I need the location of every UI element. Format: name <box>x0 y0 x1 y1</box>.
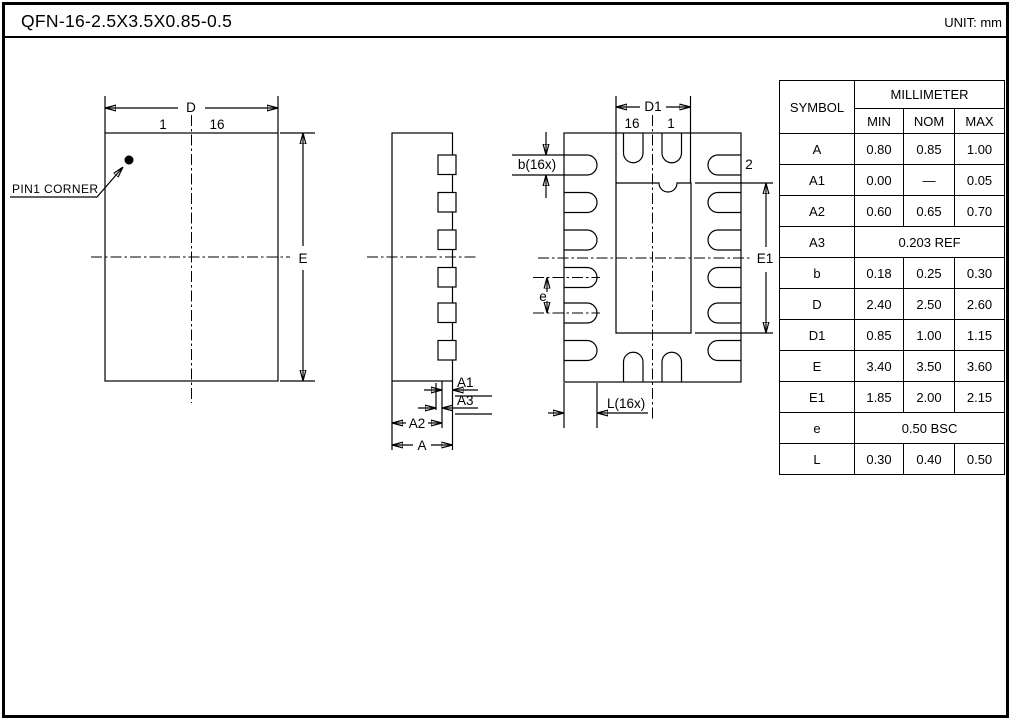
symbol-cell: A1 <box>779 164 855 196</box>
min-cell: 0.00 <box>854 164 904 196</box>
min-cell: 3.40 <box>854 350 904 382</box>
top-view-pin16-number: 16 <box>209 117 224 132</box>
nom-cell: — <box>903 164 955 196</box>
table-row: b 0.18 0.25 0.30 <box>779 257 1006 289</box>
exposed-pad <box>615 182 692 334</box>
dim-label-a1: A1 <box>457 375 474 390</box>
dimension-table: SYMBOL MILLIMETER MIN NOM MAX A 0.80 0.8… <box>779 80 1006 475</box>
nom-cell: 2.50 <box>903 288 955 320</box>
package-title: QFN-16-2.5X3.5X0.85-0.5 <box>21 11 233 31</box>
min-cell: 2.40 <box>854 288 904 320</box>
table-header-symbol: SYMBOL <box>779 80 855 134</box>
nom-cell: 0.25 <box>903 257 955 289</box>
symbol-cell: E1 <box>779 381 855 413</box>
bottom-view-pin16-number: 16 <box>624 116 639 131</box>
min-cell: 0.80 <box>854 133 904 165</box>
nom-cell: 0.40 <box>903 443 955 475</box>
max-cell: 0.70 <box>953 195 1006 227</box>
table-header-min: MIN <box>854 108 904 134</box>
nom-cell: 1.00 <box>903 319 955 351</box>
unit-label: UNIT: mm <box>944 15 1002 30</box>
bottom-view: D1 16 1 2 E1 b(16x) e <box>512 96 773 428</box>
max-cell: 1.15 <box>953 319 1006 351</box>
nom-cell: 2.00 <box>903 381 955 413</box>
symbol-cell: L <box>779 443 855 475</box>
dim-label-b: b(16x) <box>518 157 556 172</box>
min-cell: 0.30 <box>854 443 904 475</box>
header-separator <box>5 36 1008 38</box>
nom-cell: 0.65 <box>903 195 955 227</box>
span-value-cell: 0.203 REF <box>853 226 1006 258</box>
dim-label-d1: D1 <box>644 99 661 114</box>
symbol-cell: D <box>779 288 855 320</box>
pin1-corner-label: PIN1 CORNER <box>12 182 98 196</box>
table-row: A2 0.60 0.65 0.70 <box>779 195 1006 227</box>
table-row: L 0.30 0.40 0.50 <box>779 443 1006 475</box>
table-row: E1 1.85 2.00 2.15 <box>779 381 1006 413</box>
dim-label-e1: E1 <box>757 251 774 266</box>
bottom-view-pin2-number: 2 <box>745 157 753 172</box>
span-value-cell: 0.50 BSC <box>853 412 1006 444</box>
symbol-cell: A3 <box>779 226 855 258</box>
table-row: e 0.50 BSC <box>779 412 1006 444</box>
table-header-nom: NOM <box>903 108 955 134</box>
top-view: D 1 16 E PIN1 CORNER <box>10 96 315 403</box>
table-row: E 3.40 3.50 3.60 <box>779 350 1006 382</box>
dim-label-pitch: e <box>539 289 547 304</box>
table-row: A 0.80 0.85 1.00 <box>779 133 1006 165</box>
nom-cell: 3.50 <box>903 350 955 382</box>
dim-label-e: E <box>298 251 307 266</box>
bottom-view-pin1-number: 1 <box>667 116 675 131</box>
side-view: A1 A3 A2 A <box>367 132 492 453</box>
dim-label-d: D <box>186 100 196 115</box>
table-row: A3 0.203 REF <box>779 226 1006 258</box>
table-header-max: MAX <box>953 108 1006 134</box>
min-cell: 0.60 <box>854 195 904 227</box>
symbol-cell: e <box>779 412 855 444</box>
symbol-cell: A <box>779 133 855 165</box>
min-cell: 0.85 <box>854 319 904 351</box>
max-cell: 2.60 <box>953 288 1006 320</box>
dim-label-l: L(16x) <box>607 396 645 411</box>
dim-label-a3: A3 <box>457 393 474 408</box>
max-cell: 2.15 <box>953 381 1006 413</box>
table-header-millimeter: MILLIMETER <box>853 80 1006 109</box>
dim-label-a: A <box>417 438 426 453</box>
dim-label-a2: A2 <box>409 416 426 431</box>
table-row: D1 0.85 1.00 1.15 <box>779 319 1006 351</box>
pin1-marker-dot <box>124 155 134 165</box>
max-cell: 3.60 <box>953 350 1006 382</box>
max-cell: 0.50 <box>953 443 1006 475</box>
symbol-cell: D1 <box>779 319 855 351</box>
min-cell: 1.85 <box>854 381 904 413</box>
top-view-pin1-number: 1 <box>159 117 167 132</box>
max-cell: 1.00 <box>953 133 1006 165</box>
min-cell: 0.18 <box>854 257 904 289</box>
max-cell: 0.05 <box>953 164 1006 196</box>
symbol-cell: b <box>779 257 855 289</box>
symbol-cell: E <box>779 350 855 382</box>
nom-cell: 0.85 <box>903 133 955 165</box>
symbol-cell: A2 <box>779 195 855 227</box>
table-row: A1 0.00 — 0.05 <box>779 164 1006 196</box>
table-row: D 2.40 2.50 2.60 <box>779 288 1006 320</box>
max-cell: 0.30 <box>953 257 1006 289</box>
